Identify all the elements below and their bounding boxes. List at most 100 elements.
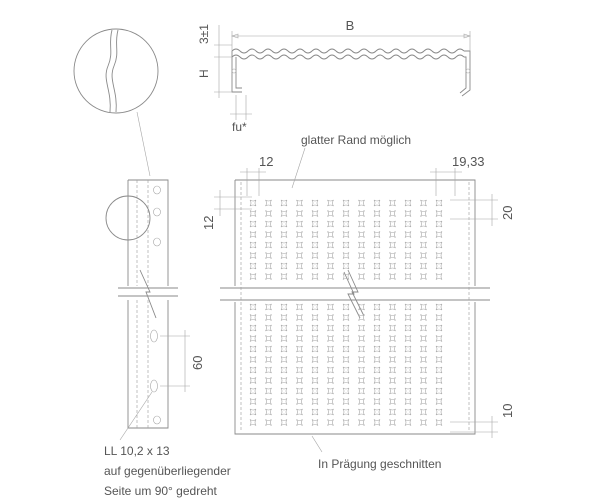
emboss-mark: [280, 220, 288, 228]
emboss-mark: [389, 408, 396, 416]
emboss-mark: [296, 314, 303, 321]
emboss-mark: [420, 324, 427, 332]
dimension-10-label: 10: [500, 404, 515, 418]
emboss-mark: [265, 273, 272, 280]
emboss-mark: [265, 387, 272, 395]
emboss-mark: [404, 366, 412, 374]
emboss-mark: [265, 220, 272, 228]
emboss-mark: [327, 398, 334, 405]
emboss-mark: [342, 377, 350, 384]
emboss-mark: [435, 408, 443, 416]
emboss-mark: [420, 241, 427, 249]
emboss-mark: [327, 252, 334, 259]
emboss-mark: [389, 262, 396, 270]
emboss-mark: [435, 324, 443, 332]
emboss-mark: [296, 273, 303, 280]
emboss-mark: [435, 220, 443, 228]
perforated-plate: [220, 179, 490, 435]
emboss-mark: [358, 356, 365, 363]
emboss-mark: [342, 241, 350, 249]
dimension-3-label: 3±1: [197, 24, 211, 44]
dimension-height: 3±1 H: [197, 24, 232, 98]
emboss-mark: [420, 398, 427, 405]
emboss-mark: [280, 377, 288, 384]
emboss-mark: [358, 345, 365, 353]
emboss-mark: [435, 356, 443, 363]
emboss-mark: [373, 231, 381, 238]
emboss-mark: [280, 366, 288, 374]
emboss-mark: [311, 220, 319, 228]
emboss-mark: [342, 335, 350, 342]
emboss-mark: [420, 377, 427, 384]
emboss-mark: [404, 303, 412, 311]
emboss-mark: [389, 303, 396, 311]
emboss-mark: [358, 220, 365, 228]
emboss-mark: [358, 324, 365, 332]
emboss-mark: [296, 335, 303, 342]
emboss-mark: [389, 314, 396, 321]
emboss-mark: [404, 408, 412, 416]
emboss-mark: [404, 241, 412, 249]
emboss-mark: [373, 273, 381, 280]
emboss-mark: [296, 303, 303, 311]
dimension-fu-label: fu*: [232, 120, 247, 134]
emboss-mark: [280, 262, 288, 270]
emboss-mark: [280, 231, 288, 238]
emboss-mark: [249, 408, 257, 416]
dimension-fu: fu*: [230, 95, 252, 134]
emboss-mark: [358, 335, 365, 342]
emboss-mark: [311, 398, 319, 405]
emboss-mark: [296, 345, 303, 353]
emboss-mark: [249, 273, 257, 280]
emboss-mark: [296, 241, 303, 249]
emboss-mark: [358, 408, 365, 416]
emboss-mark: [311, 356, 319, 363]
dimension-60-label: 60: [190, 356, 205, 370]
emboss-mark: [327, 335, 334, 342]
emboss-mark: [389, 335, 396, 342]
emboss-mark: [296, 377, 303, 384]
emboss-mark: [389, 345, 396, 353]
emboss-mark: [265, 210, 272, 217]
emboss-mark: [342, 324, 350, 332]
emboss-mark: [280, 252, 288, 259]
emboss-mark: [280, 314, 288, 321]
emboss-mark: [249, 252, 257, 259]
emboss-mark: [265, 398, 272, 405]
emboss-mark: [249, 303, 257, 311]
emboss-mark: [404, 220, 412, 228]
emboss-mark: [420, 419, 427, 426]
emboss-mark: [280, 303, 288, 311]
dimension-12-left: 12: [201, 190, 252, 230]
emboss-mark: [358, 252, 365, 259]
emboss-mark: [420, 314, 427, 321]
emboss-mark: [389, 324, 396, 332]
emboss-mark: [389, 231, 396, 238]
emboss-mark: [311, 231, 319, 238]
emboss-mark: [404, 252, 412, 259]
emboss-mark: [389, 419, 396, 426]
emboss-mark: [265, 335, 272, 342]
emboss-mark: [280, 241, 288, 249]
emboss-mark: [420, 366, 427, 374]
dimension-20: 20: [450, 194, 515, 226]
dimension-b-label: B: [346, 18, 355, 33]
emboss-mark: [435, 387, 443, 395]
emboss-mark: [249, 335, 257, 342]
emboss-mark: [358, 210, 365, 217]
emboss-mark: [342, 356, 350, 363]
emboss-mark: [311, 273, 319, 280]
emboss-mark: [420, 252, 427, 259]
emboss-mark: [342, 398, 350, 405]
emboss-mark: [327, 273, 334, 280]
emboss-mark: [358, 366, 365, 374]
smooth-edge-label: glatter Rand möglich: [301, 133, 411, 147]
emboss-mark: [404, 210, 412, 217]
emboss-mark: [358, 314, 365, 321]
emboss-mark: [389, 273, 396, 280]
emboss-mark: [435, 335, 443, 342]
emboss-mark: [296, 210, 303, 217]
emboss-mark: [404, 335, 412, 342]
emboss-mark: [327, 366, 334, 374]
emboss-mark: [280, 419, 288, 426]
